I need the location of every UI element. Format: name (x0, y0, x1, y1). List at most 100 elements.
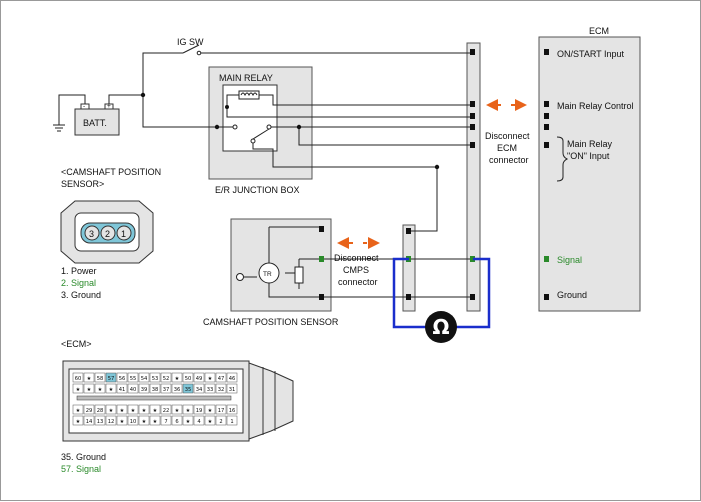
ecm-pin-label: 32 (218, 387, 225, 393)
ecm-pin-label: ★ (87, 376, 92, 382)
ecm-pin-cell (127, 404, 139, 415)
ecm-pin-cell (171, 404, 183, 415)
ecm-pin-label: 28 (97, 408, 104, 414)
cmp-legend-1: 1. Power (61, 266, 97, 276)
ecm-pin-cell (138, 383, 150, 394)
ecm-pin-label: 1 (230, 419, 233, 425)
ecm-pin-cell (215, 415, 227, 426)
cmp-pin-1: 1 (121, 229, 126, 239)
ecm-pin-label: 41 (119, 387, 126, 393)
ecm-pin-label: 34 (196, 387, 203, 393)
ecm-pin-label: 53 (152, 376, 159, 382)
cmp-legend-2: 2. Signal (61, 278, 96, 288)
ecm-title: ECM (589, 26, 609, 36)
ecm-pin-label: 56 (119, 376, 126, 382)
ecm-pin-label: ★ (76, 408, 81, 414)
ecm-pin-cell (171, 372, 183, 383)
ecm-pin-label: 57 (108, 376, 115, 382)
ecm-pin-cell (226, 383, 238, 394)
cmp-pin-3: 3 (89, 229, 94, 239)
ecm-pin-cell (83, 383, 95, 394)
ecm-pin-cell (116, 383, 128, 394)
ecm-pin-cell (160, 372, 172, 383)
ecm-pin-label: 36 (174, 387, 181, 393)
ecm-pin-cell (171, 415, 183, 426)
ecm-pin-cell (204, 372, 216, 383)
ecm-pin-cell (72, 415, 84, 426)
ecm-pin-cell (116, 415, 128, 426)
ecm-pin-cell (127, 415, 139, 426)
ecm-pin-cell (105, 404, 117, 415)
ecm-pin-label: 38 (152, 387, 159, 393)
ecm-pin-label: 50 (185, 376, 192, 382)
ecm-pin-main-relay-control: Main Relay Control (557, 101, 634, 111)
ig-sw-label: IG SW (177, 37, 204, 47)
ecm-pin-label: 54 (141, 376, 148, 382)
ecm-pin-label: ★ (142, 408, 147, 414)
ecm-pin-label: ★ (208, 419, 213, 425)
ecm-pin-label: ★ (186, 408, 191, 414)
ecm-pin-label: ★ (208, 376, 213, 382)
cmp-pin-2: 2 (105, 229, 110, 239)
ecm-pin-cell (94, 383, 106, 394)
ecm-pin-label: 47 (218, 376, 225, 382)
ecm-pin-label: 17 (218, 408, 225, 414)
ecm-pin-cell (149, 404, 161, 415)
junction-box-label: E/R JUNCTION BOX (215, 185, 300, 195)
ecm-pin-cell (83, 404, 95, 415)
ecm-pin-label: ★ (186, 419, 191, 425)
ecm-pin-label: ★ (109, 387, 114, 393)
junction-dots (140, 92, 440, 170)
ecm-pin-cell (127, 383, 139, 394)
ecm-pin-label: ★ (120, 408, 125, 414)
ecm-pin-cell (182, 383, 194, 394)
ecm-pin-cell (226, 415, 238, 426)
ecm-pin-label: 2 (219, 419, 222, 425)
ecm-pin-label: ★ (153, 419, 158, 425)
ecm-pin-cell (204, 383, 216, 394)
ecm-pin-label: 19 (196, 408, 203, 414)
ecm-pin-cell (182, 404, 194, 415)
main-relay-label: MAIN RELAY (219, 73, 273, 83)
disconnect-cmps-1: Disconnect (334, 253, 379, 263)
ecm-legend-1: 35. Ground (61, 452, 106, 462)
cmp-sensor-caption: CAMSHAFT POSITION SENSOR (203, 317, 339, 327)
ecm-pin-label: 55 (130, 376, 137, 382)
ecm-pin-cell (193, 415, 205, 426)
ecm-pin-cell (94, 404, 106, 415)
ecm-pin-label: ★ (175, 376, 180, 382)
cmps-connector-strip (402, 224, 416, 312)
ecm-pin-cell (94, 415, 106, 426)
ecm-pin-cell (83, 415, 95, 426)
ecm-pin-cell (72, 404, 84, 415)
ecm-pin-label: 13 (97, 419, 104, 425)
battery (74, 108, 120, 136)
ecm-pin-label: ★ (76, 387, 81, 393)
ecm-pin-cell (116, 404, 128, 415)
ecm-pin-cell (193, 404, 205, 415)
batt-label: BATT. (83, 118, 107, 128)
ecm-pin-label: 7 (164, 419, 167, 425)
ecm-pin-signal: Signal (557, 255, 582, 265)
ecm-pin-label: 4 (197, 419, 201, 425)
disconnect-ecm-1: Disconnect (485, 131, 530, 141)
cmp-legend-3: 3. Ground (61, 290, 101, 300)
ecm-pin-cell (149, 415, 161, 426)
transistor-symbol (258, 262, 280, 284)
ecm-pin-cell (138, 404, 150, 415)
ohmmeter (425, 311, 457, 343)
ecm-pin-label: 35 (185, 387, 192, 393)
ecm-pin-cell (204, 415, 216, 426)
ecm-pin-cell (226, 404, 238, 415)
ecm-pin-label: 39 (141, 387, 148, 393)
ecm-pin-label: 49 (196, 376, 203, 382)
ecm-pin-label: ★ (87, 387, 92, 393)
ecm-pin-label: 12 (108, 419, 115, 425)
ecm-pin-cell (149, 383, 161, 394)
ecm-pin-cell (204, 404, 216, 415)
cmp-connector-face: 3 2 1 (60, 200, 154, 264)
ecm-pin-cell (182, 415, 194, 426)
ecm-pin-label: 14 (86, 419, 93, 425)
